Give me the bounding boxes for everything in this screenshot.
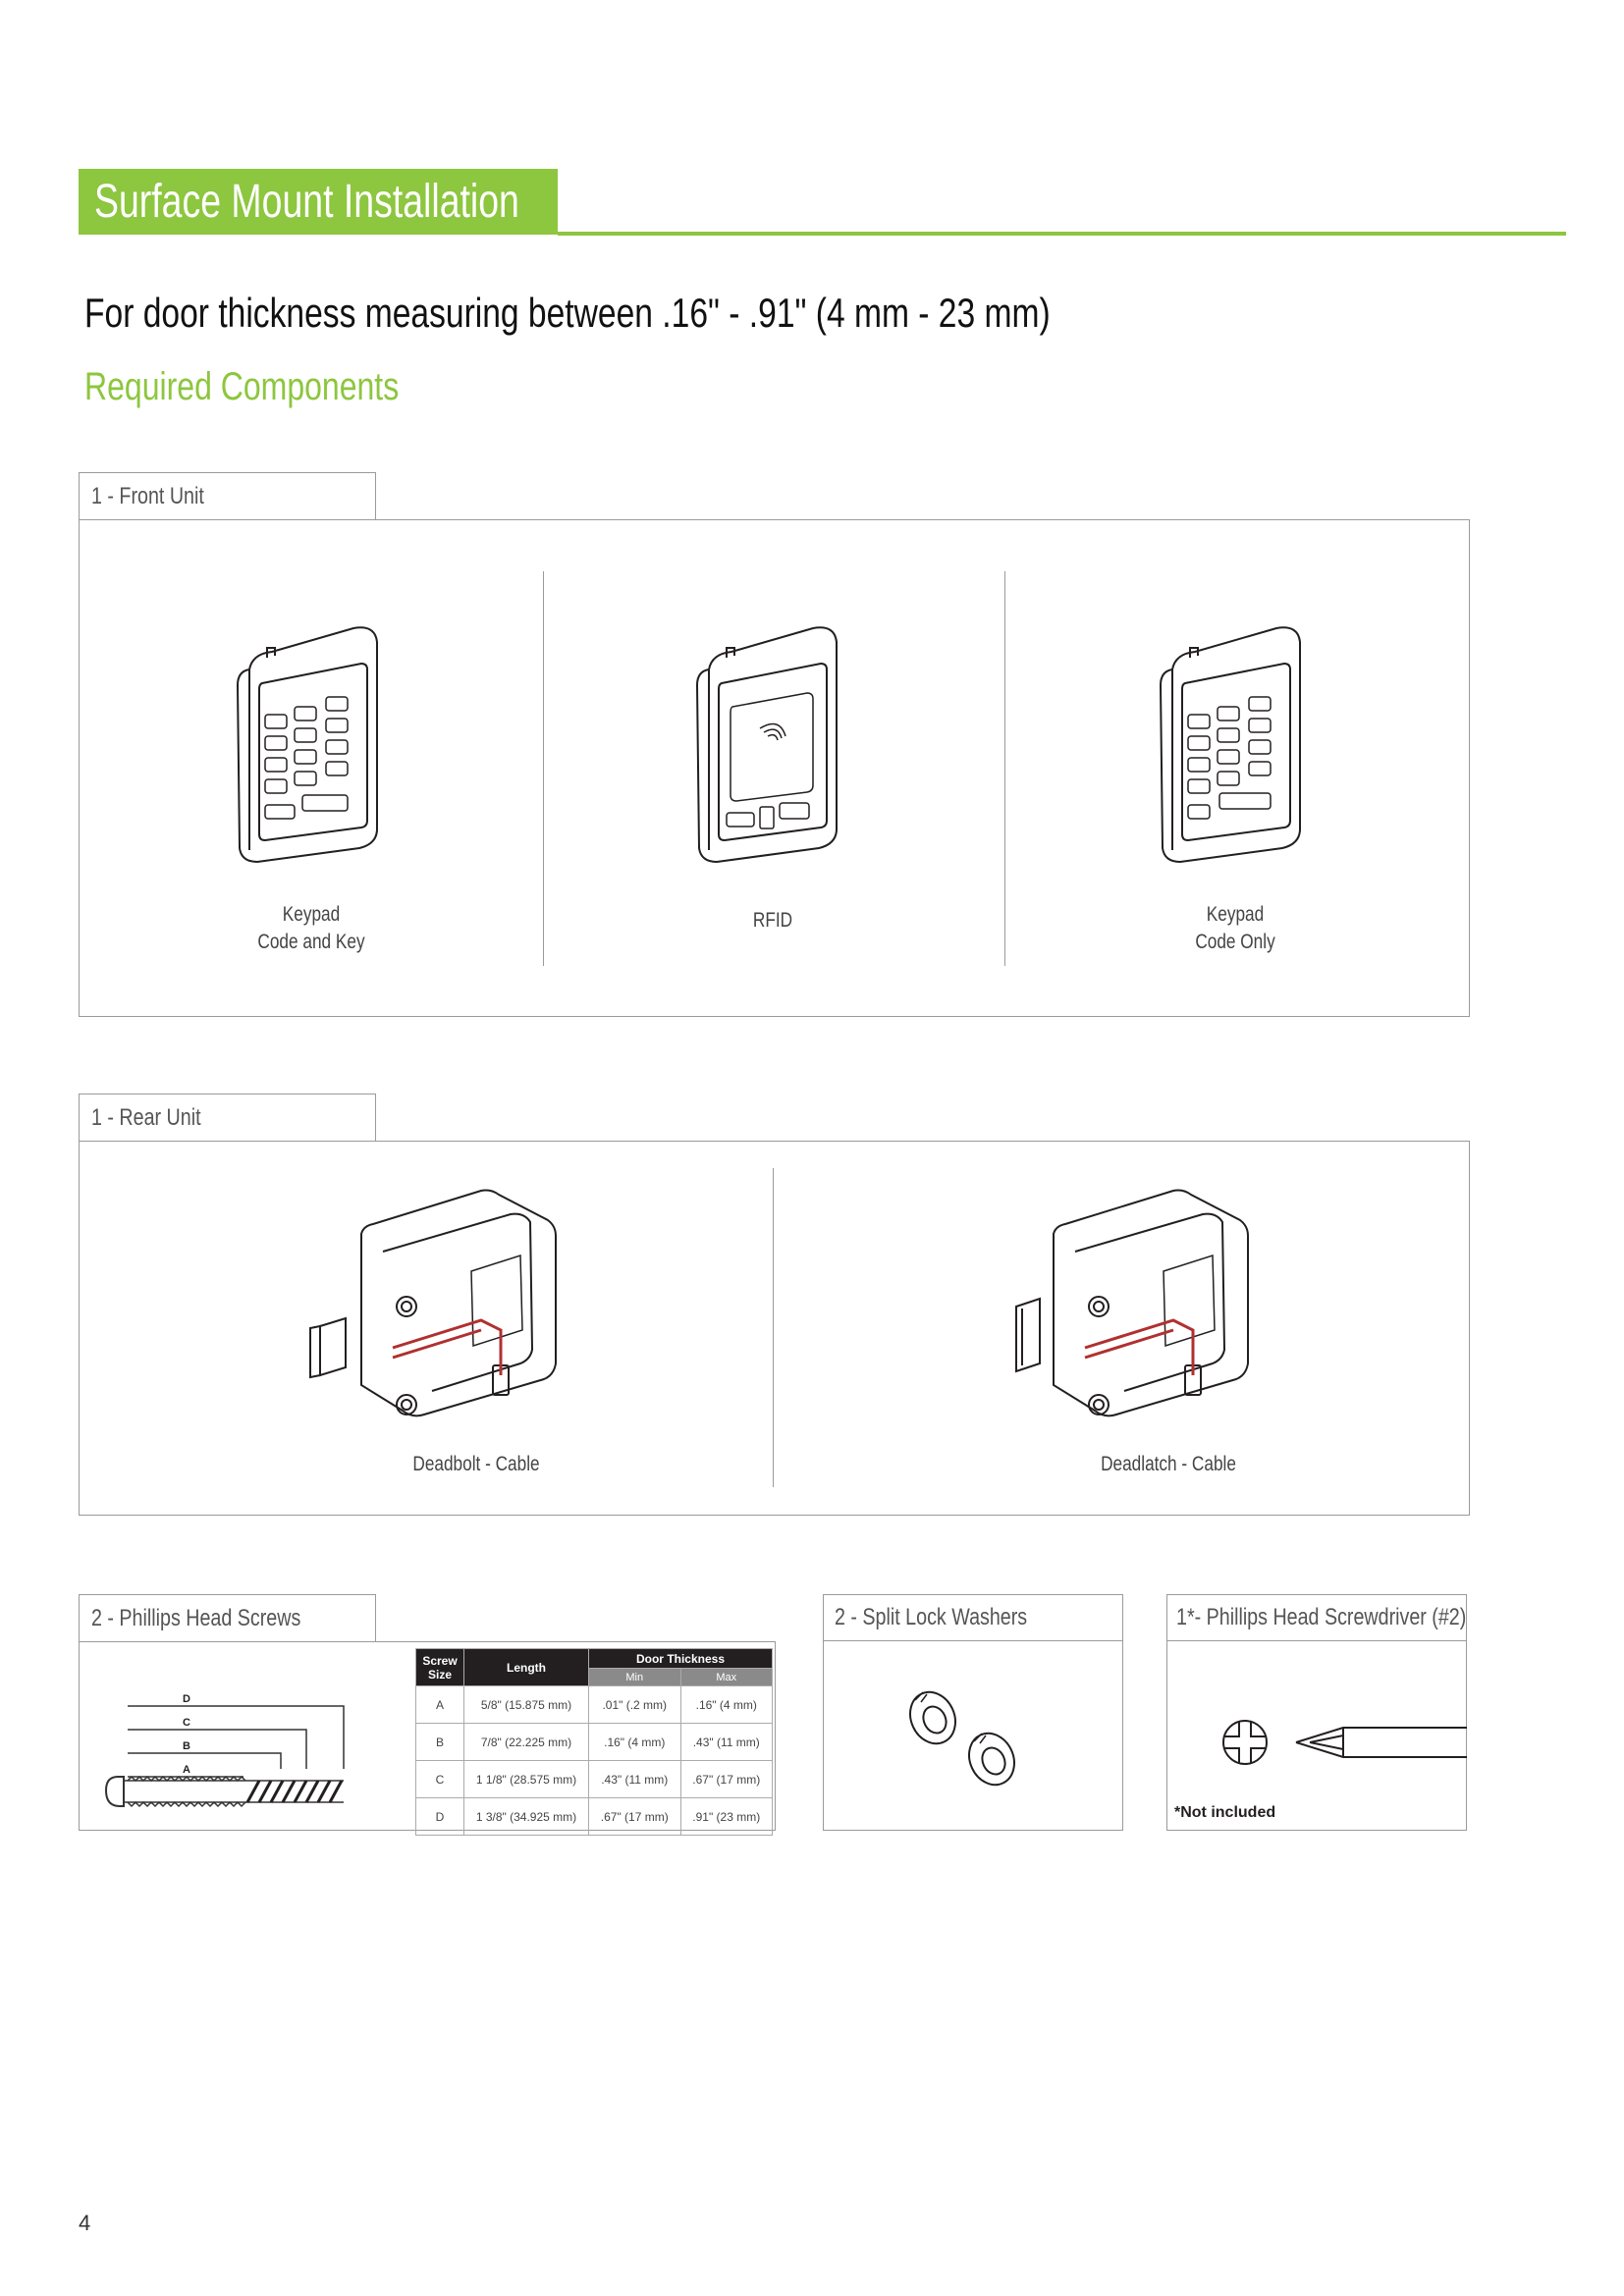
header-rule [558,232,1566,236]
caption-line: Deadlatch - Cable [1101,1453,1236,1475]
th-screw-size: Screw Size [415,1648,464,1686]
cell-max: .91" (23 mm) [679,1797,773,1836]
washers-label: 2 - Split Lock Washers [835,1604,1028,1630]
cell-length: 1 3/8" (34.925 mm) [463,1797,589,1836]
washers-panel [823,1594,1123,1831]
caption-keypad-code-and-key: Keypad Code and Key [231,901,392,956]
divider [773,1168,774,1487]
washers-tab-rule [823,1640,1123,1641]
screwdriver-panel [1166,1594,1467,1831]
table-row: B 7/8" (22.225 mm) .16" (4 mm) .43" (11 … [415,1723,773,1761]
section-title: Surface Mount Installation [94,176,519,228]
cell-min: .43" (11 mm) [588,1760,681,1798]
split-lock-washers-illustration [909,1690,1015,1787]
diagram-label-d: D [183,1693,190,1705]
cell-min: .67" (17 mm) [588,1797,681,1836]
front-unit-label: 1 - Front Unit [91,483,204,509]
diagram-label-c: C [183,1717,190,1729]
rfid-reader-illustration [695,626,838,864]
section-header-bar [79,169,558,235]
caption-rfid: RFID [692,907,853,934]
diagram-label-a: A [183,1764,190,1776]
caption-deadbolt-cable: Deadbolt - Cable [396,1451,557,1478]
deadlatch-cable-illustration [1015,1189,1249,1417]
diagram-label-b: B [183,1740,190,1752]
divider [1004,571,1005,966]
rear-unit-label: 1 - Rear Unit [91,1104,201,1131]
th-min: Min [588,1668,681,1686]
cell-length: 7/8" (22.225 mm) [463,1723,589,1761]
screws-label: 2 - Phillips Head Screws [91,1605,301,1631]
caption-line: Keypad [1206,903,1265,926]
deadbolt-cable-illustration [309,1189,557,1417]
caption-deadlatch-cable: Deadlatch - Cable [1088,1451,1249,1478]
caption-keypad-code-only: Keypad Code Only [1155,901,1316,956]
required-components-heading: Required Components [84,365,400,408]
caption-line: RFID [752,909,793,932]
cell-max: .16" (4 mm) [679,1685,773,1724]
front-unit-tab: 1 - Front Unit [79,472,376,519]
cell-size: D [415,1797,464,1836]
cell-max: .43" (11 mm) [679,1723,773,1761]
phillips-screwdriver-illustration [1222,1720,1467,1765]
rear-unit-tab: 1 - Rear Unit [79,1094,376,1141]
cell-length: 5/8" (15.875 mm) [463,1685,589,1724]
caption-line: Deadbolt - Cable [412,1453,540,1475]
caption-line: Code Only [1195,931,1275,953]
screw-size-diagram: D C B A [104,1693,345,1808]
cell-size: A [415,1685,464,1724]
page-number: 4 [79,2211,91,2235]
th-length: Length [463,1648,589,1686]
caption-line: Keypad [282,903,341,926]
th-door-thickness: Door Thickness [588,1647,773,1670]
front-unit-panel [79,519,1470,1017]
keypad-code-and-key-illustration [236,626,378,864]
not-included-note: *Not included [1174,1804,1276,1821]
page-subtitle: For door thickness measuring between .16… [84,290,1051,336]
screws-tab: 2 - Phillips Head Screws [79,1594,376,1641]
screwdriver-label: 1*- Phillips Head Screwdriver (#2) [1176,1604,1467,1630]
table-row: C 1 1/8" (28.575 mm) .43" (11 mm) .67" (… [415,1760,773,1798]
screwdriver-tab-rule [1166,1640,1467,1641]
keypad-code-only-illustration [1159,626,1301,864]
divider [543,571,544,966]
cell-max: .67" (17 mm) [679,1760,773,1798]
th-max: Max [679,1668,773,1686]
caption-line: Code and Key [257,931,365,953]
screw-size-table: Screw Size Length Door Thickness Min Max… [415,1647,773,1836]
cell-min: .01" (.2 mm) [588,1685,681,1724]
table-row: A 5/8" (15.875 mm) .01" (.2 mm) .16" (4 … [415,1685,773,1724]
cell-min: .16" (4 mm) [588,1723,681,1761]
table-row: D 1 3/8" (34.925 mm) .67" (17 mm) .91" (… [415,1797,773,1836]
cell-size: B [415,1723,464,1761]
cell-size: C [415,1760,464,1798]
cell-length: 1 1/8" (28.575 mm) [463,1760,589,1798]
